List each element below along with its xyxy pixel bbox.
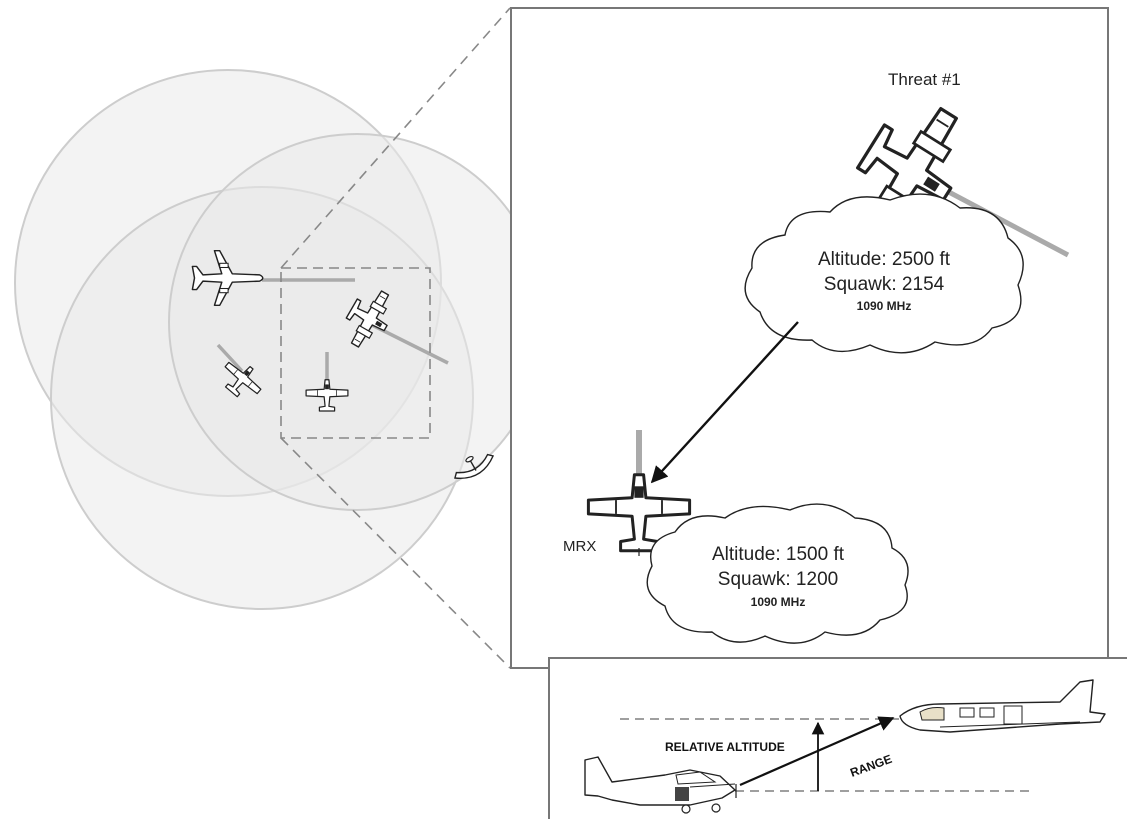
threat-name-label: Threat #1 [888,70,961,89]
threat-altitude-label: Altitude: 2500 ft [818,249,951,270]
twin-track-line [371,323,449,365]
ownship-frequency-label: 1090 MHz [751,595,806,609]
zoom-connector-top [280,7,511,269]
left-plane-track-line [216,343,244,373]
side-ownship-aircraft-icon [584,756,737,814]
side-threat-aircraft-icon [899,679,1106,733]
threat-frequency-label: 1090 MHz [857,299,912,313]
range-arrow [739,716,895,787]
zoom-connector-bottom [280,437,511,669]
ownship-data-cloud [646,503,909,644]
threat-track-line [943,187,1070,258]
ownship-altitude-label: Altitude: 1500 ft [712,544,845,565]
threat-squawk-label: Squawk: 2154 [824,274,945,295]
ownship-squawk-label: Squawk: 1200 [718,569,838,590]
threat-to-ownship-arrow [650,321,799,484]
range-circle-c [168,133,546,511]
relative-altitude-label: RELATIVE ALTITUDE [665,740,785,754]
threat-data-cloud [744,193,1024,354]
range-circles [14,69,546,610]
ownship-name-label: MRX [563,538,596,555]
satellite-dish-icon [454,453,495,479]
zoom-region-box [280,267,431,439]
